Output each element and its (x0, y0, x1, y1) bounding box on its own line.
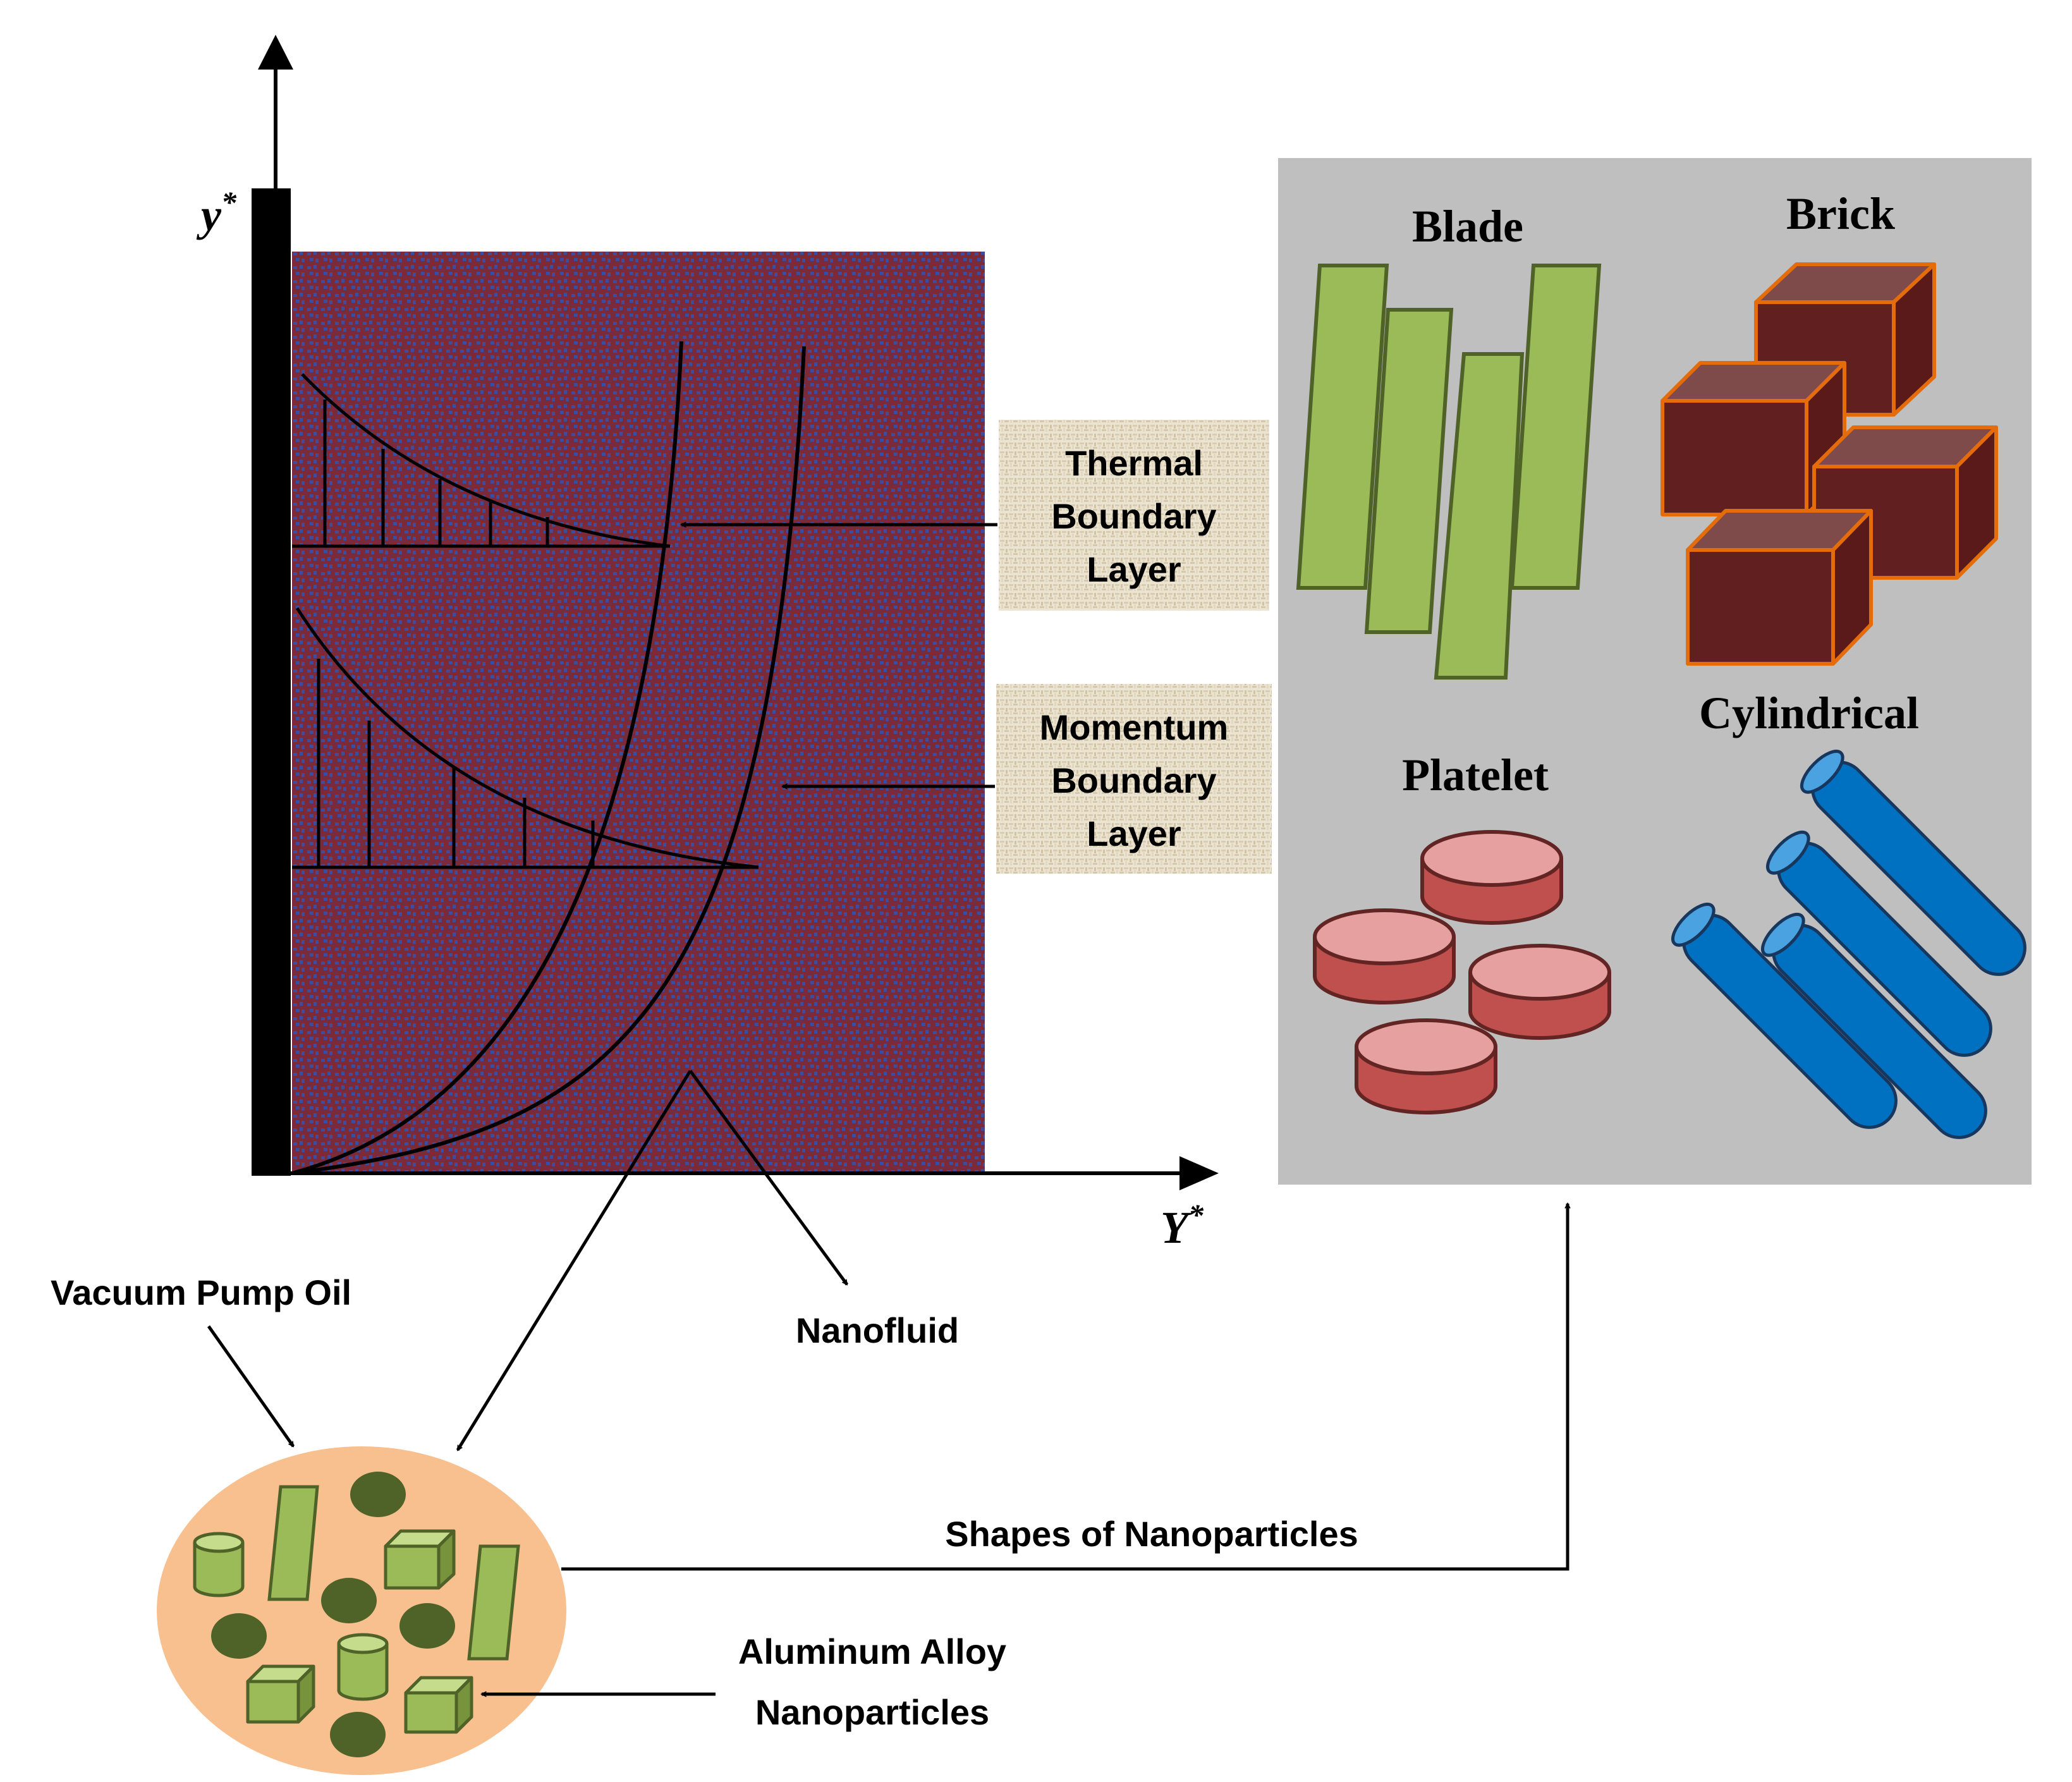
particles-label-line-1: Aluminum Alloy (738, 1632, 1006, 1671)
thermal-profile (292, 373, 671, 548)
y-axis-label: y* (196, 186, 237, 240)
vacuum-pump-oil-label: Vacuum Pump Oil (51, 1272, 351, 1312)
nanofluid-pointers (456, 1070, 849, 1450)
momentum-boundary-curve (291, 346, 806, 1175)
platelet-title: Platelet (1402, 750, 1549, 800)
arrow-icon (1179, 1156, 1219, 1190)
thermal-line-2: Boundary (1051, 496, 1216, 536)
cylinder-shapes (1671, 750, 2026, 1139)
cylindrical-title: Cylindrical (1699, 688, 1919, 738)
particles-label-line-2: Nanoparticles (755, 1692, 989, 1732)
thermal-line-3: Layer (1087, 549, 1181, 589)
boundary-layer-curves (291, 341, 806, 1175)
x-axis-label: Υ* (1161, 1199, 1204, 1253)
arrow-icon (258, 35, 293, 70)
wall-plate (252, 188, 291, 1176)
momentum-line-3: Layer (1087, 814, 1181, 853)
momentum-line-2: Boundary (1051, 760, 1216, 800)
y-axis (252, 35, 293, 1176)
nanofluid-region (292, 252, 985, 1173)
platelet-shapes (1313, 830, 1611, 1114)
momentum-line-1: Momentum (1040, 707, 1229, 747)
brick-title: Brick (1786, 188, 1895, 239)
momentum-boundary-layer-box: Momentum Boundary Layer (996, 684, 1272, 874)
shapes-connector (561, 1204, 1568, 1571)
thermal-line-1: Thermal (1065, 443, 1203, 483)
thermal-boundary-curve (291, 341, 683, 1175)
brick-shapes (1661, 262, 1998, 666)
thermal-boundary-layer-box: Thermal Boundary Layer (999, 420, 1269, 611)
vacuum-oil-drop (157, 1446, 566, 1775)
blade-shapes (1296, 264, 1602, 680)
x-axis (291, 1156, 1219, 1190)
blade-title: Blade (1412, 201, 1523, 252)
momentum-profile (292, 607, 759, 869)
oil-pointer-arrow (207, 1325, 295, 1446)
shapes-of-nanoparticles-label: Shapes of Nanoparticles (945, 1514, 1358, 1554)
nanoparticle-shapes-panel: Blade Brick Platelet Cylindrical (1278, 158, 2032, 1185)
nanofluid-label: Nanofluid (796, 1310, 959, 1350)
